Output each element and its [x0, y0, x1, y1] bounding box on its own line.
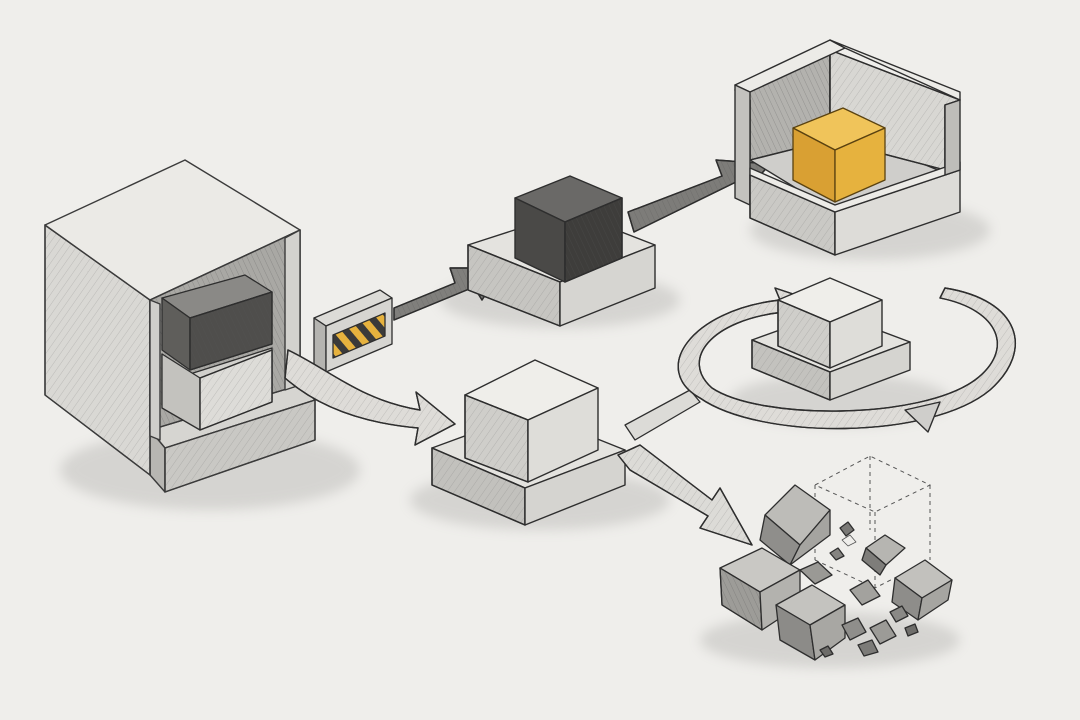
source-stack-dark-block: [161, 274, 273, 371]
cycle-block-icon: [751, 277, 911, 401]
flow-connector-icon: [624, 389, 701, 441]
flow-arrow-icon: [284, 349, 456, 446]
processing-block-icon: [431, 359, 626, 526]
source-stack-light-block: [161, 347, 273, 431]
staging-block-icon: [467, 175, 656, 327]
hazard-stripe-gate-icon: [313, 289, 393, 373]
fragmented-cubes-icon: [719, 484, 953, 661]
loop-arrow-icon: [677, 287, 1016, 433]
flow-arrow-icon: [617, 444, 753, 546]
gold-output-cube-icon: [792, 107, 886, 203]
